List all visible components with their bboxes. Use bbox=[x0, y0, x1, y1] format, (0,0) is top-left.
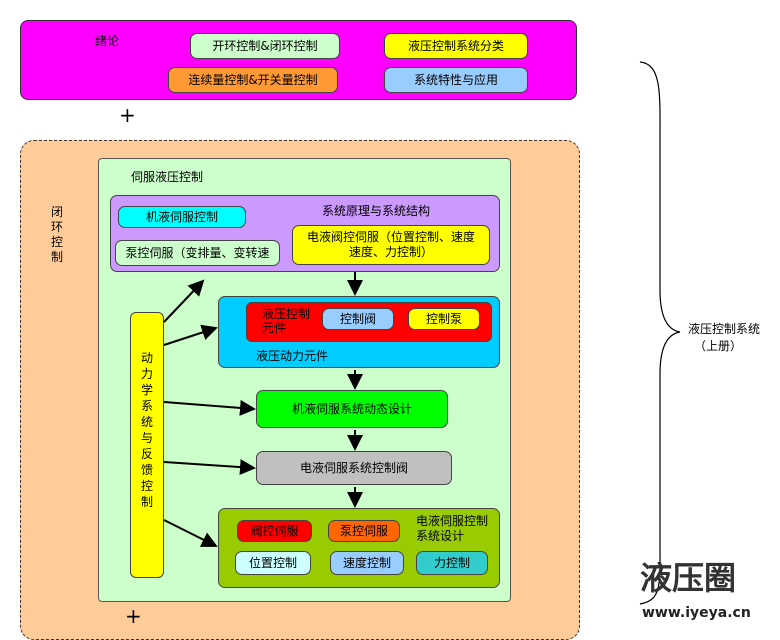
position-control-box: 位置控制 bbox=[235, 551, 311, 575]
system-characteristics-box: 系统特性与应用 bbox=[384, 67, 528, 93]
servo-title: 伺服液压控制 bbox=[131, 170, 204, 184]
arrow-dynamics-to-components bbox=[163, 324, 218, 346]
power-components-title: 液压动力元件 bbox=[256, 349, 329, 363]
servo-design-title: 电液伺服控制系统设计 bbox=[416, 514, 489, 543]
dynamics-feedback-box bbox=[130, 312, 164, 578]
pump-control-servo-box: 泵控伺服 bbox=[328, 520, 400, 542]
continuous-switching-box: 连续量控制&开关量控制 bbox=[168, 67, 338, 93]
principle-title: 系统原理与系统结构 bbox=[322, 204, 431, 218]
control-valve-box: 控制阀 bbox=[322, 308, 394, 330]
hydraulic-classification-box: 液压控制系统分类 bbox=[384, 33, 528, 59]
watermark-url: www.iyeya.cn bbox=[642, 605, 751, 621]
arrow-dynamics-to-servo-valve bbox=[163, 459, 256, 476]
pump-servo-box: 泵控伺服（变排量、变转速 bbox=[115, 240, 280, 266]
right-curly-brace bbox=[639, 61, 681, 605]
arrow-dynamics-to-dynamic-design bbox=[163, 399, 256, 416]
mechanical-servo-box: 机液伺服控制 bbox=[118, 206, 246, 228]
closed-loop-label: 闭环控制 bbox=[50, 205, 63, 264]
watermark-logo-text: 液压圈 bbox=[640, 559, 737, 597]
dynamic-design-box: 机液伺服系统动态设计 bbox=[256, 390, 448, 428]
control-element-title: 液压控制元件 bbox=[262, 307, 311, 335]
control-pump-box: 控制泵 bbox=[408, 308, 480, 330]
force-control-box: 力控制 bbox=[416, 551, 488, 575]
plus-sign-top: + bbox=[119, 103, 136, 127]
side-title: 液压控制系统 bbox=[688, 322, 761, 336]
plus-sign-bottom: + bbox=[125, 604, 142, 628]
arrow-dynamics-to-design bbox=[163, 519, 218, 547]
servo-control-valve-box: 电液伺服系统控制阀 bbox=[256, 451, 452, 485]
open-closed-loop-box: 开环控制&闭环控制 bbox=[190, 33, 340, 59]
valve-servo-box: 阀控伺服 bbox=[237, 520, 312, 542]
electro-valve-servo-box: 电液阀控伺服（位置控制、速度速度、力控制） bbox=[292, 225, 490, 265]
arrow-dynamics-to-principle bbox=[163, 279, 205, 323]
dynamics-feedback-label: 动力学系统与反馈控制 bbox=[140, 351, 153, 509]
speed-control-box: 速度控制 bbox=[330, 551, 404, 575]
side-subtitle: （上册） bbox=[694, 339, 743, 353]
intro-title: 绪论 bbox=[95, 34, 120, 48]
